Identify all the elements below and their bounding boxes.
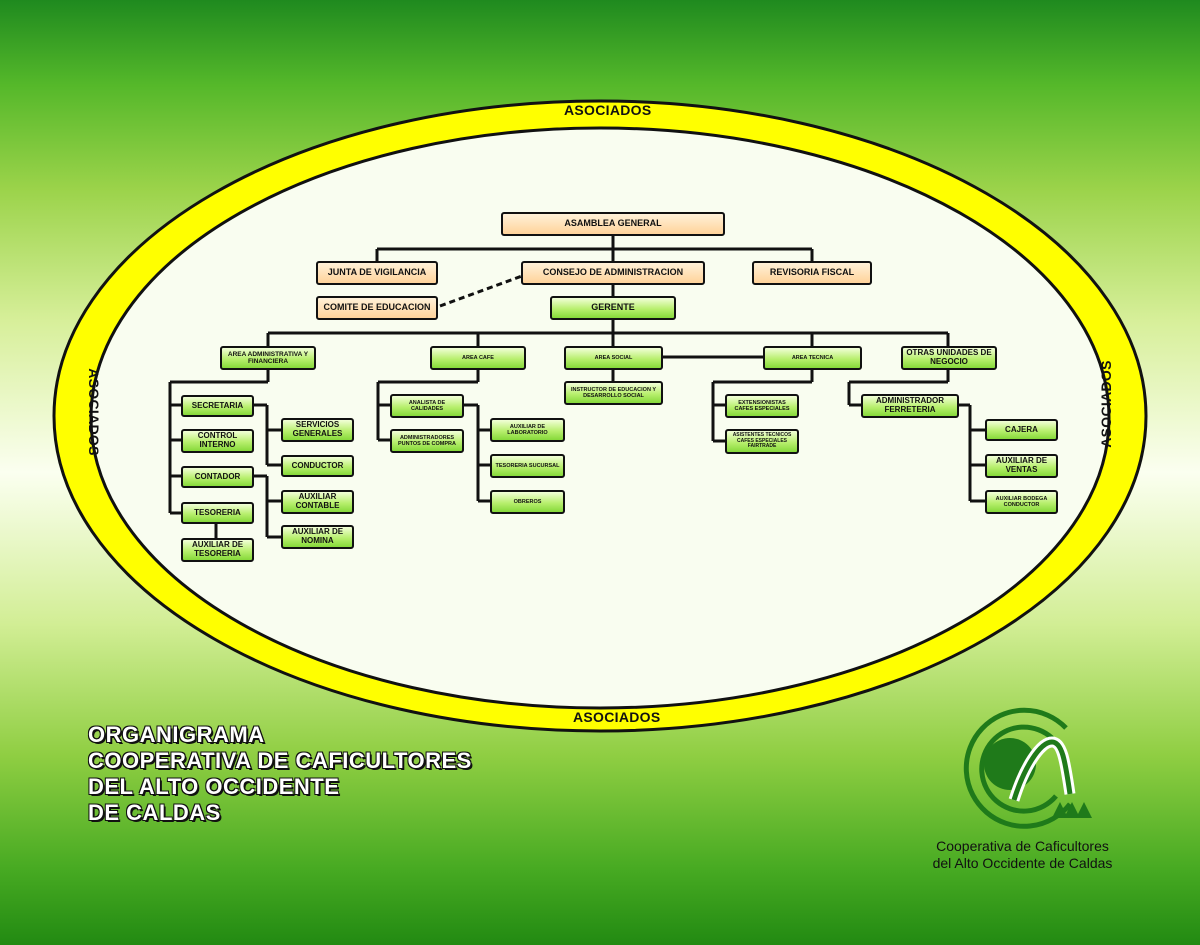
box-extensionistas: EXTENSIONISTAS CAFES ESPECIALES — [725, 394, 799, 418]
box-control-interno: CONTROL INTERNO — [181, 429, 254, 453]
box-auxiliar-de-tesoreria: AUXILIAR DE TESORERIA — [181, 538, 254, 562]
ring-label-top: ASOCIADOS — [564, 102, 652, 118]
title-line-4: DE CALDAS — [88, 800, 221, 825]
title-line-2: COOPERATIVA DE CAFICULTORES — [88, 748, 472, 773]
box-junta-de-vigilancia: JUNTA DE VIGILANCIA — [316, 261, 438, 285]
ring-label-left: ASOCIADOS — [86, 368, 102, 456]
logo-caption: Cooperativa de Caficultores del Alto Occ… — [900, 838, 1145, 872]
box-tesoreria: TESORERIA — [181, 502, 254, 524]
box-auxiliar-de-laboratorio: AUXILIAR DE LABORATORIO — [490, 418, 565, 442]
ring-label-bottom: ASOCIADOS — [573, 709, 661, 725]
box-consejo-de-administracion: CONSEJO DE ADMINISTRACION — [521, 261, 705, 285]
title-line-3: DEL ALTO OCCIDENTE — [88, 774, 340, 799]
box-tesoreria-sucursal: TESORERIA SUCURSAL — [490, 454, 565, 478]
ring-label-right: ASOCIADOS — [1098, 360, 1114, 448]
box-area-cafe: AREA CAFE — [430, 346, 526, 370]
box-administradores-puntos-compra: ADMINISTRADORES PUNTOS DE COMPRA — [390, 429, 464, 453]
box-gerente: GERENTE — [550, 296, 676, 320]
title-line-1: ORGANIGRAMA — [88, 722, 265, 747]
box-area-social: AREA SOCIAL — [564, 346, 663, 370]
box-comite-de-educacion: COMITE DE EDUCACION — [316, 296, 438, 320]
box-auxiliar-bodega-conductor: AUXILIAR BODEGA CONDUCTOR — [985, 490, 1058, 514]
box-auxiliar-contable: AUXILIAR CONTABLE — [281, 490, 354, 514]
box-contador: CONTADOR — [181, 466, 254, 488]
box-otras-unidades: OTRAS UNIDADES DE NEGOCIO — [901, 346, 997, 370]
box-administrador-ferreteria: ADMINISTRADOR FERRETERIA — [861, 394, 959, 418]
box-area-administrativa: AREA ADMINISTRATIVA Y FINANCIERA — [220, 346, 316, 370]
box-asamblea-general: ASAMBLEA GENERAL — [501, 212, 725, 236]
box-auxiliar-de-nomina: AUXILIAR DE NOMINA — [281, 525, 354, 549]
box-analista-de-calidades: ANALISTA DE CALIDADES — [390, 394, 464, 418]
box-servicios-generales: SERVICIOS GENERALES — [281, 418, 354, 442]
box-obreros: OBREROS — [490, 490, 565, 514]
box-asistentes-tecnicos: ASISTENTES TECNICOS CAFES ESPECIALES FAI… — [725, 429, 799, 454]
box-cajera: CAJERA — [985, 419, 1058, 441]
box-auxiliar-de-ventas: AUXILIAR DE VENTAS — [985, 454, 1058, 478]
box-conductor: CONDUCTOR — [281, 455, 354, 477]
box-instructor-de-educacion: INSTRUCTOR DE EDUCACION Y DESARROLLO SOC… — [564, 381, 663, 405]
box-secretaria: SECRETARIA — [181, 395, 254, 417]
logo-caption-line-1: Cooperativa de Caficultores — [936, 838, 1109, 854]
box-revisoria-fiscal: REVISORIA FISCAL — [752, 261, 872, 285]
cooperative-logo-icon — [963, 707, 1092, 829]
logo-caption-line-2: del Alto Occidente de Caldas — [932, 855, 1113, 871]
chart-title: ORGANIGRAMA COOPERATIVA DE CAFICULTORES … — [88, 722, 472, 826]
box-area-tecnica: AREA TECNICA — [763, 346, 862, 370]
